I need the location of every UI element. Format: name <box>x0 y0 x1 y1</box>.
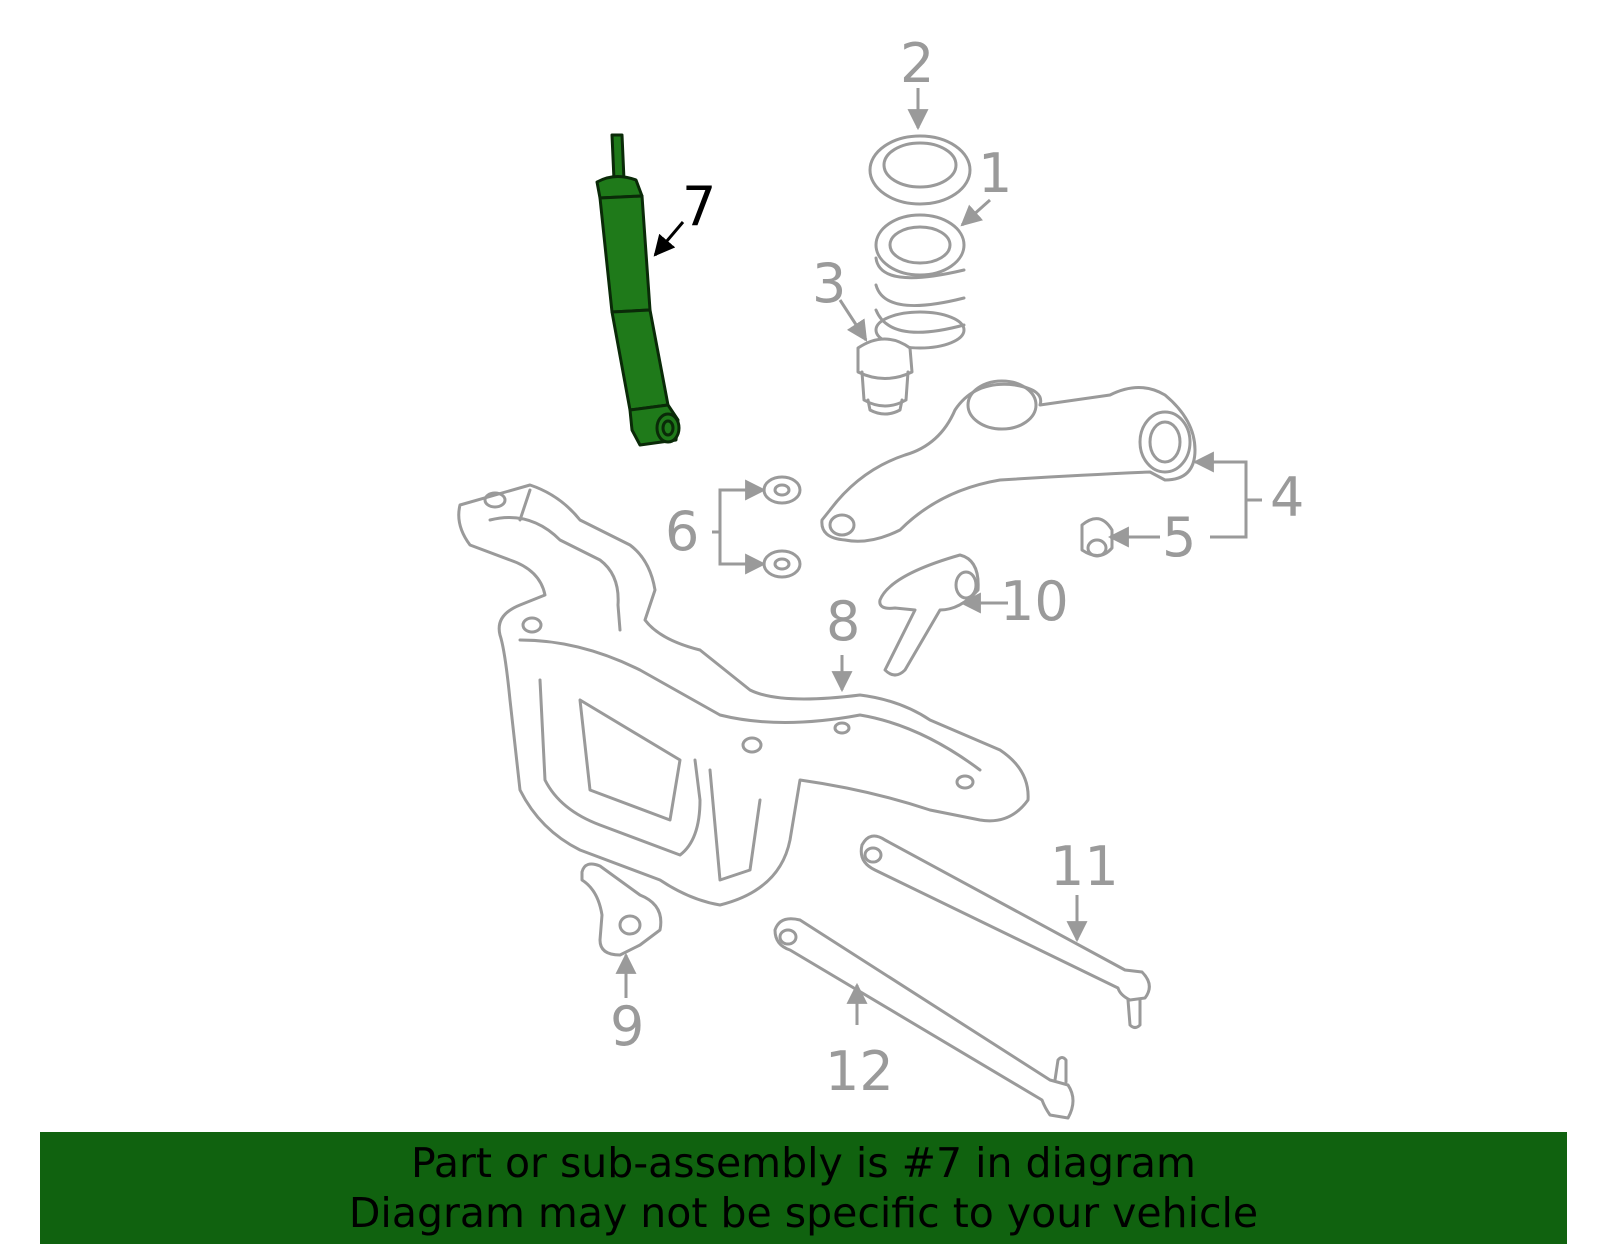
info-banner: Part or sub-assembly is #7 in diagram Di… <box>40 1132 1567 1244</box>
crossmember-part-8[interactable] <box>457 483 1030 907</box>
coil-spring-part-1[interactable] <box>874 213 966 350</box>
callout-7: 7 <box>682 175 716 238</box>
callout-6: 6 <box>665 500 699 563</box>
bushing-part-5[interactable] <box>1080 517 1114 558</box>
callout-11: 11 <box>1050 835 1119 898</box>
washer-upper-part-6[interactable] <box>762 475 802 505</box>
callout-3: 3 <box>812 252 846 315</box>
callout-5: 5 <box>1162 506 1196 569</box>
bracket-part-10[interactable] <box>878 553 980 677</box>
lateral-link-part-11[interactable] <box>859 834 1151 1029</box>
callout-10: 10 <box>1000 570 1069 633</box>
callout-12: 12 <box>825 1040 894 1103</box>
callout-2: 2 <box>900 32 934 95</box>
suspension-parts-diagram: 1 2 3 4 5 6 7 8 9 10 11 12 <box>457 32 1304 1120</box>
banner-line-2: Diagram may not be specific to your vehi… <box>348 1189 1259 1237</box>
washer-lower-part-6[interactable] <box>762 549 802 579</box>
callout-8: 8 <box>826 590 860 653</box>
callout-4: 4 <box>1270 466 1304 529</box>
callout-9: 9 <box>610 995 644 1058</box>
control-arm-part-4[interactable] <box>820 379 1197 543</box>
spring-seat-part-2[interactable] <box>868 134 972 206</box>
shock-absorber-part-7[interactable] <box>595 133 681 447</box>
bump-stop-part-3[interactable] <box>856 337 914 416</box>
leader-lines <box>615 88 1262 1025</box>
bracket-part-9[interactable] <box>580 862 663 957</box>
lateral-link-part-12[interactable] <box>773 917 1075 1120</box>
banner-line-1: Part or sub-assembly is #7 in diagram <box>411 1139 1196 1187</box>
callout-1: 1 <box>978 142 1012 205</box>
